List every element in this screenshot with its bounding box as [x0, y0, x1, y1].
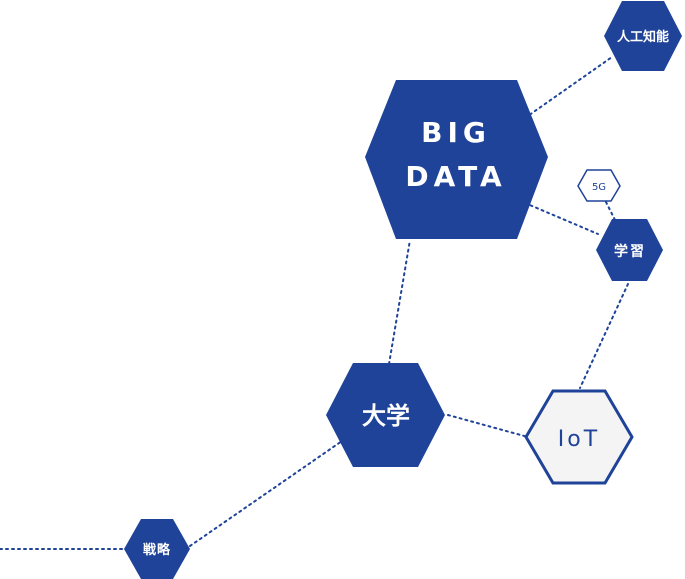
node-5g: 5G — [577, 169, 621, 202]
link-university-bigdata — [388, 239, 411, 365]
iot-label: IoT — [558, 427, 600, 452]
node-bigdata: BIG DATA — [365, 80, 548, 239]
5g-hexagon — [577, 169, 621, 202]
bigdata-label-line1: BIG — [421, 116, 491, 149]
link-bigdata-learning — [524, 202, 599, 235]
5g-label: 5G — [592, 182, 606, 193]
university-hexagon — [326, 363, 445, 467]
strategy-label: 戦略 — [143, 542, 171, 558]
node-university: 大学 — [326, 363, 445, 467]
ai-label: 人工知能 — [617, 29, 669, 45]
link-bigdata-ai — [524, 56, 613, 119]
learning-hexagon — [596, 219, 663, 281]
strategy-hexagon — [124, 519, 190, 579]
node-learning: 学習 — [596, 219, 663, 281]
iot-hexagon — [524, 389, 634, 485]
bigdata-hexagon — [365, 80, 548, 239]
link-university-iot — [447, 414, 529, 438]
node-iot: IoT — [524, 389, 634, 485]
link-learning-iot — [579, 283, 629, 389]
university-label: 大学 — [362, 402, 410, 430]
learning-label: 学習 — [614, 243, 646, 260]
bigdata-label-line2: DATA — [405, 160, 506, 193]
link-strategy-university — [189, 440, 343, 547]
node-ai: 人工知能 — [604, 1, 682, 71]
connections — [0, 56, 629, 550]
ai-hexagon — [604, 1, 682, 71]
link-5g-learning — [605, 201, 616, 221]
node-strategy: 戦略 — [124, 519, 190, 579]
